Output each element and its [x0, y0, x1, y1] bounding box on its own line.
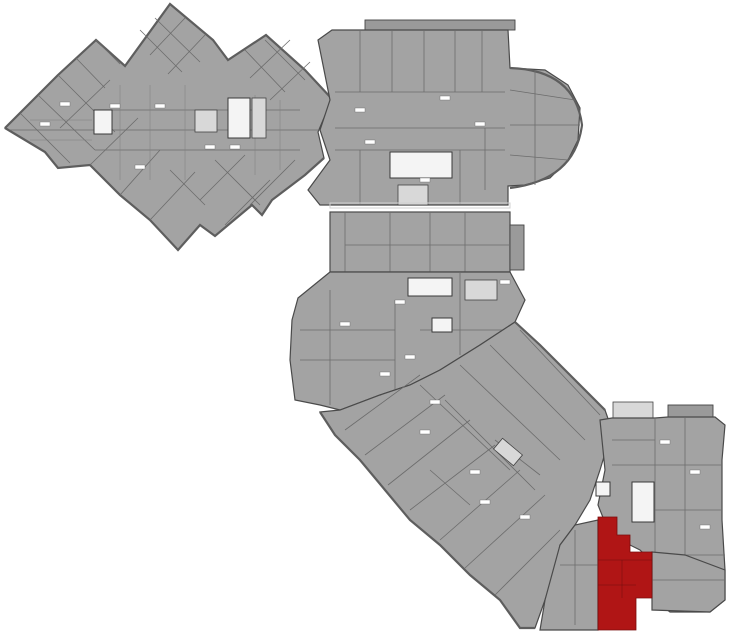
east-elevator-core — [631, 481, 655, 523]
highlighted-apartment[interactable] — [597, 516, 653, 631]
west-wing-body — [4, 3, 333, 251]
west-wing-stair — [251, 97, 267, 139]
southeast-wing — [318, 321, 613, 630]
middle-elevator-core — [407, 277, 453, 297]
north-balcony — [364, 19, 516, 31]
north-block — [307, 19, 584, 209]
north-rotunda-outline — [509, 66, 584, 190]
south-units — [539, 519, 726, 631]
middle-block — [289, 211, 526, 411]
north-elevator-core — [389, 151, 453, 179]
middle-block-upper — [329, 211, 511, 273]
southeast-wing-outline — [514, 321, 606, 411]
west-wing-elevator-core — [227, 97, 251, 139]
southeast-stair — [492, 437, 524, 467]
north-stair — [397, 184, 429, 206]
west-wing-lobby — [93, 109, 113, 135]
west-wing-outline — [4, 2, 333, 129]
west-wing — [4, 2, 333, 252]
middle-stair — [464, 279, 498, 301]
north-block-body — [307, 29, 581, 206]
east-balcony-top — [667, 404, 714, 418]
